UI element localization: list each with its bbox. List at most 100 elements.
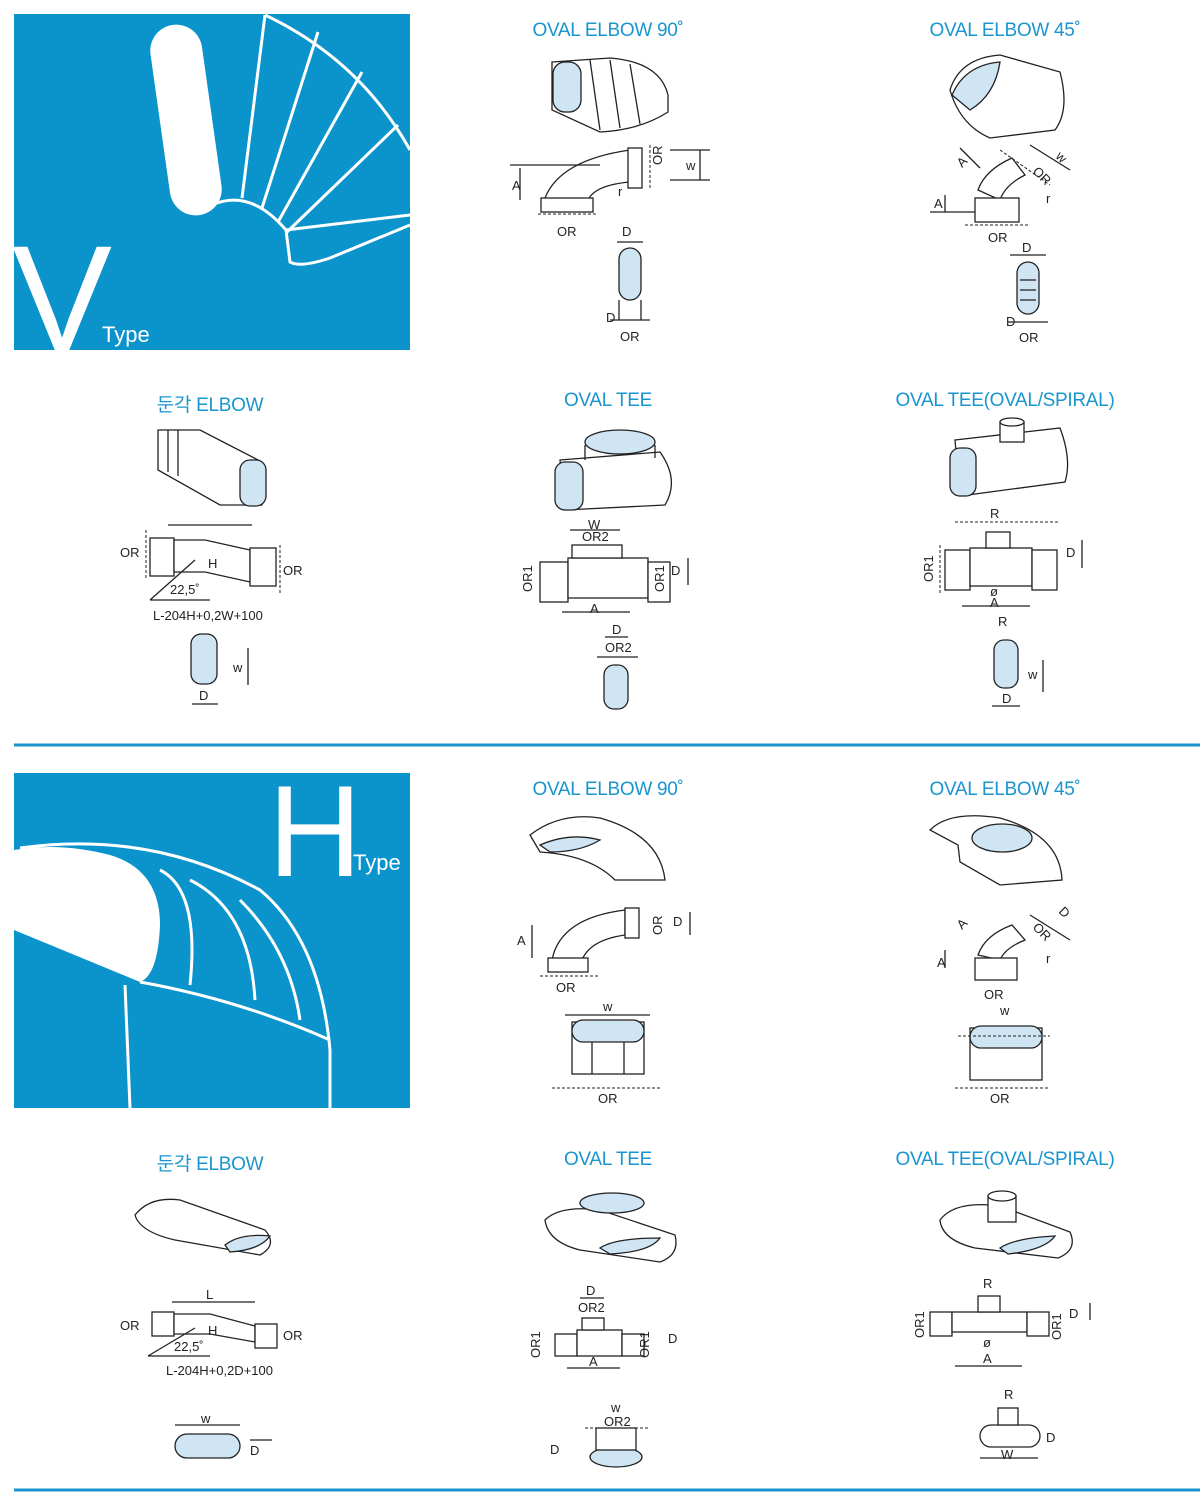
dimension-label: OR xyxy=(120,1318,140,1333)
v-type-panel: V Type xyxy=(12,13,412,382)
dimension-label: D xyxy=(1006,314,1015,329)
dimension-label: L xyxy=(206,1287,213,1302)
type-word-v: Type xyxy=(102,322,150,347)
dimension-label: r xyxy=(1046,191,1051,206)
title-h-oval-elbow-45: OVAL ELBOW 45˚ xyxy=(929,779,1081,800)
h-oval-tee-drawing xyxy=(544,1192,677,1468)
type-letter-v: V xyxy=(12,214,112,382)
dimension-label: ø xyxy=(990,584,998,599)
dimension-label: A xyxy=(589,1354,598,1369)
dimension-label: OR xyxy=(984,987,1004,1002)
dimension-label: D xyxy=(612,622,621,637)
dimension-label: 22,5˚ xyxy=(174,1339,204,1354)
dimension-label: OR1 xyxy=(921,555,936,582)
dimension-label: OR2 xyxy=(582,529,609,544)
dimension-label: OR xyxy=(283,1328,303,1343)
h-oval-tee-spiral-drawing xyxy=(929,1190,1091,1459)
dimension-label: OR xyxy=(620,329,640,344)
dimension-label: D xyxy=(1046,1430,1055,1445)
h-type-panel: H Type xyxy=(14,758,410,1109)
v-obtuse-elbow-drawing xyxy=(145,429,281,705)
dimension-label: L-204H+0,2W+100 xyxy=(153,608,263,623)
dimension-label: L-204H+0,2D+100 xyxy=(166,1363,273,1378)
dimension-label: OR xyxy=(556,980,576,995)
dimension-label: OR xyxy=(1030,164,1054,188)
dimension-label: D xyxy=(1002,691,1011,706)
dimension-label: OR1 xyxy=(652,565,667,592)
dimension-label: OR2 xyxy=(604,1414,631,1429)
dimension-label: D xyxy=(1066,545,1075,560)
h-oval-elbow-90-drawing xyxy=(529,816,691,1089)
dimension-label: R xyxy=(983,1276,992,1291)
dimension-label: OR1 xyxy=(637,1331,652,1358)
title-v-oval-tee-spiral: OVAL TEE(OVAL/SPIRAL) xyxy=(895,390,1115,411)
v-oval-tee-spiral-drawing xyxy=(939,417,1083,707)
v-oval-tee-drawing xyxy=(539,429,689,710)
dimension-label: H xyxy=(208,556,217,571)
dimension-label: r xyxy=(1046,951,1051,966)
dimension-label: D xyxy=(550,1442,559,1457)
dimension-label: OR1 xyxy=(912,1311,927,1338)
dimension-label: R xyxy=(990,506,999,521)
dimension-label: A xyxy=(517,933,526,948)
dimension-label: w xyxy=(1027,667,1038,682)
h-obtuse-elbow-drawing xyxy=(134,1198,278,1459)
title-h-oval-tee: OVAL TEE xyxy=(563,1149,653,1170)
dimension-label: A xyxy=(954,915,971,932)
dimension-label: OR1 xyxy=(520,565,535,592)
dimension-label: D xyxy=(668,1331,677,1346)
dimension-label: R xyxy=(998,614,1007,629)
dimension-label: A xyxy=(512,178,521,193)
dimension-label: D xyxy=(673,914,682,929)
dimension-label: 22,5˚ xyxy=(170,582,200,597)
dimension-label: OR xyxy=(120,545,140,560)
dimension-label: w xyxy=(602,999,613,1014)
dimension-label: OR xyxy=(557,224,577,239)
dimension-label: OR xyxy=(650,146,665,166)
dimension-label: OR xyxy=(1019,330,1039,345)
dimension-label: w xyxy=(610,1400,621,1415)
title-v-oval-elbow-90: OVAL ELBOW 90˚ xyxy=(532,20,684,41)
dimension-label: A xyxy=(937,955,946,970)
title-h-obtuse-elbow: 둔각 ELBOW xyxy=(156,1154,264,1175)
dimension-label: ø xyxy=(983,1335,991,1350)
h-oval-elbow-45-drawing xyxy=(928,815,1071,1089)
dimension-label: D xyxy=(586,1283,595,1298)
title-v-oval-elbow-45: OVAL ELBOW 45˚ xyxy=(929,20,1081,41)
dimension-label: w xyxy=(999,1003,1010,1018)
dimension-label: W xyxy=(1001,1447,1014,1462)
title-h-oval-tee-spiral: OVAL TEE(OVAL/SPIRAL) xyxy=(895,1149,1115,1170)
dimension-label: r xyxy=(618,184,623,199)
dimension-label: W xyxy=(588,517,601,532)
dimension-label: R xyxy=(1004,1387,1013,1402)
dimension-label: A xyxy=(983,1351,992,1366)
dimension-label: D xyxy=(1022,240,1031,255)
dimension-label: w xyxy=(232,660,243,675)
type-letter-h: H xyxy=(268,758,362,904)
dimension-label: OR xyxy=(1030,920,1054,944)
dimension-label: w xyxy=(685,158,696,173)
dimension-label: w xyxy=(200,1411,211,1426)
dimension-label: OR xyxy=(283,563,303,578)
dimension-label: H xyxy=(208,1323,217,1338)
dimension-label: w xyxy=(1052,148,1070,166)
dimension-label: OR xyxy=(598,1091,618,1106)
title-h-oval-elbow-90: OVAL ELBOW 90˚ xyxy=(532,779,684,800)
dimension-label: D xyxy=(622,224,631,239)
dimension-label: D xyxy=(199,688,208,703)
title-v-oval-tee: OVAL TEE xyxy=(563,390,653,411)
dimension-label: D xyxy=(1056,904,1073,921)
dimension-label: OR xyxy=(650,916,665,936)
dimension-label: OR xyxy=(990,1091,1010,1106)
dimension-label: D xyxy=(606,310,615,325)
dimension-label: A xyxy=(590,601,599,616)
dimension-label: OR xyxy=(988,230,1008,245)
type-word-h: Type xyxy=(353,850,401,875)
dimension-label: OR1 xyxy=(1049,1313,1064,1340)
dimension-label: OR2 xyxy=(578,1300,605,1315)
dimension-label: D xyxy=(250,1443,259,1458)
dimension-label: A xyxy=(934,196,943,211)
v-oval-elbow-90-drawing xyxy=(510,57,710,321)
dimension-label: OR1 xyxy=(528,1331,543,1358)
